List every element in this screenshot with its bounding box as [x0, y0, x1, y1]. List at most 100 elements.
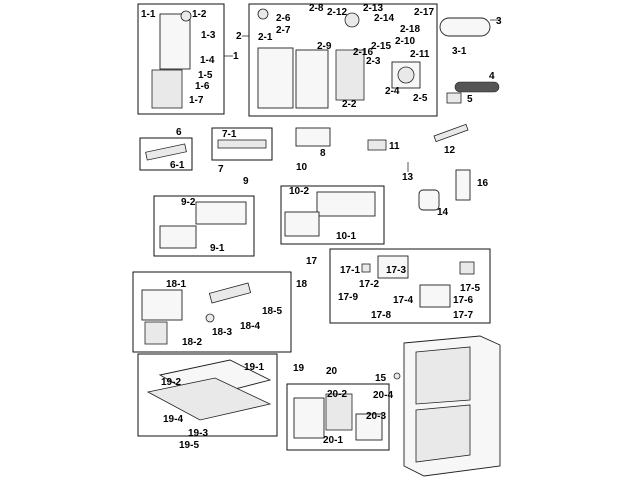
part-17-4 — [419, 284, 451, 308]
label-10: 10 — [296, 162, 308, 173]
group-19-box — [137, 353, 278, 437]
part-2-3-fan — [397, 66, 415, 84]
part-18-3 — [205, 313, 215, 323]
group-1-box — [137, 3, 225, 115]
group-9-box — [153, 195, 255, 257]
part-12 — [433, 123, 469, 143]
label-2-10: 2-10 — [395, 36, 415, 47]
part-15 — [393, 372, 401, 380]
part-2-12-fan — [344, 12, 360, 28]
label-2-2: 2-2 — [342, 99, 357, 110]
label-19-4: 19-4 — [163, 414, 183, 425]
part-2-cover-b — [295, 49, 329, 109]
part-19-2-frame — [146, 377, 272, 421]
label-17-2: 17-2 — [359, 279, 379, 290]
part-9-2-drawer — [195, 201, 247, 225]
label-19-5: 19-5 — [179, 440, 199, 451]
part-9-1-cover — [159, 225, 197, 249]
label-3-1: 3-1 — [452, 46, 467, 57]
group-10-box — [280, 185, 385, 245]
label-18-4: 18-4 — [240, 321, 260, 332]
group-7-box — [211, 127, 273, 161]
label-1-4: 1-4 — [200, 55, 215, 66]
label-2-16: 2-16 — [353, 47, 373, 58]
label-20-4: 20-4 — [373, 390, 393, 401]
label-9-1: 9-1 — [210, 243, 225, 254]
part-11 — [367, 139, 387, 151]
part-1-panel — [159, 13, 191, 70]
label-20: 20 — [326, 366, 338, 377]
label-3: 3 — [496, 16, 502, 27]
label-2-13: 2-13 — [363, 3, 383, 14]
label-18-3: 18-3 — [212, 327, 232, 338]
group-2 — [242, 3, 438, 117]
group-1 — [137, 3, 233, 115]
label-2-9: 2-9 — [317, 41, 332, 52]
label-17-3: 17-3 — [386, 265, 406, 276]
label-15: 15 — [375, 373, 387, 384]
part-17-1 — [361, 263, 371, 273]
label-17-6: 17-6 — [453, 295, 473, 306]
label-17-8: 17-8 — [371, 310, 391, 321]
label-1-5: 1-5 — [198, 70, 213, 81]
part-3 — [439, 17, 491, 37]
label-2-12: 2-12 — [327, 7, 347, 18]
label-16: 16 — [477, 178, 489, 189]
cabinet-upper-compartment — [415, 346, 471, 405]
label-2-14: 2-14 — [374, 13, 394, 24]
part-2-2-evaporator — [335, 49, 365, 101]
label-9-2: 9-2 — [181, 197, 196, 208]
part-8 — [295, 127, 331, 147]
label-19-3: 19-3 — [188, 428, 208, 439]
label-18-5: 18-5 — [262, 306, 282, 317]
part-18-2 — [144, 321, 168, 345]
part-20-2 — [325, 393, 353, 431]
label-1-2: 1-2 — [192, 9, 207, 20]
group-6-box — [139, 137, 193, 171]
label-2-1: 2-1 — [258, 32, 273, 43]
label-2-7: 2-7 — [276, 25, 291, 36]
part-20-1 — [293, 397, 325, 439]
label-17-4: 17-4 — [393, 295, 413, 306]
label-17: 17 — [306, 256, 318, 267]
label-1: 1 — [233, 51, 239, 62]
part-2-1 — [257, 8, 269, 20]
label-19-1: 19-1 — [244, 362, 264, 373]
label-18-2: 18-2 — [182, 337, 202, 348]
label-13: 13 — [402, 172, 414, 183]
refrigerator-cabinet — [403, 335, 501, 477]
group-20-box — [286, 383, 390, 451]
label-17-7: 17-7 — [453, 310, 473, 321]
group-2-box — [248, 3, 438, 117]
label-20-1: 20-1 — [323, 435, 343, 446]
label-6-1: 6-1 — [170, 160, 185, 171]
part-1-2 — [180, 10, 192, 22]
label-1-7: 1-7 — [189, 95, 204, 106]
label-18-1: 18-1 — [166, 279, 186, 290]
part-20-3 — [355, 413, 383, 441]
part-10-2-drawer — [316, 191, 376, 217]
label-2-11: 2-11 — [410, 49, 430, 60]
label-2-3: 2-3 — [366, 56, 381, 67]
label-18: 18 — [296, 279, 308, 290]
label-17-5: 17-5 — [460, 283, 480, 294]
part-14 — [418, 189, 440, 211]
part-6-1-rail — [145, 143, 187, 161]
label-7-1: 7-1 — [222, 129, 237, 140]
part-1-7-duct — [151, 69, 183, 109]
part-18-spring — [208, 282, 252, 304]
label-2-18: 2-18 — [400, 24, 420, 35]
label-1-6: 1-6 — [195, 81, 210, 92]
label-1-3: 1-3 — [201, 30, 216, 41]
part-2-1-cover — [257, 47, 294, 109]
label-17-9: 17-9 — [338, 292, 358, 303]
label-2-17: 2-17 — [414, 7, 434, 18]
label-9: 9 — [243, 176, 249, 187]
label-8: 8 — [320, 148, 326, 159]
label-12: 12 — [444, 145, 456, 156]
label-20-3: 20-3 — [366, 411, 386, 422]
label-14: 14 — [437, 207, 449, 218]
label-11: 11 — [389, 141, 400, 152]
label-2: 2 — [236, 31, 242, 42]
label-10-2: 10-2 — [289, 186, 309, 197]
